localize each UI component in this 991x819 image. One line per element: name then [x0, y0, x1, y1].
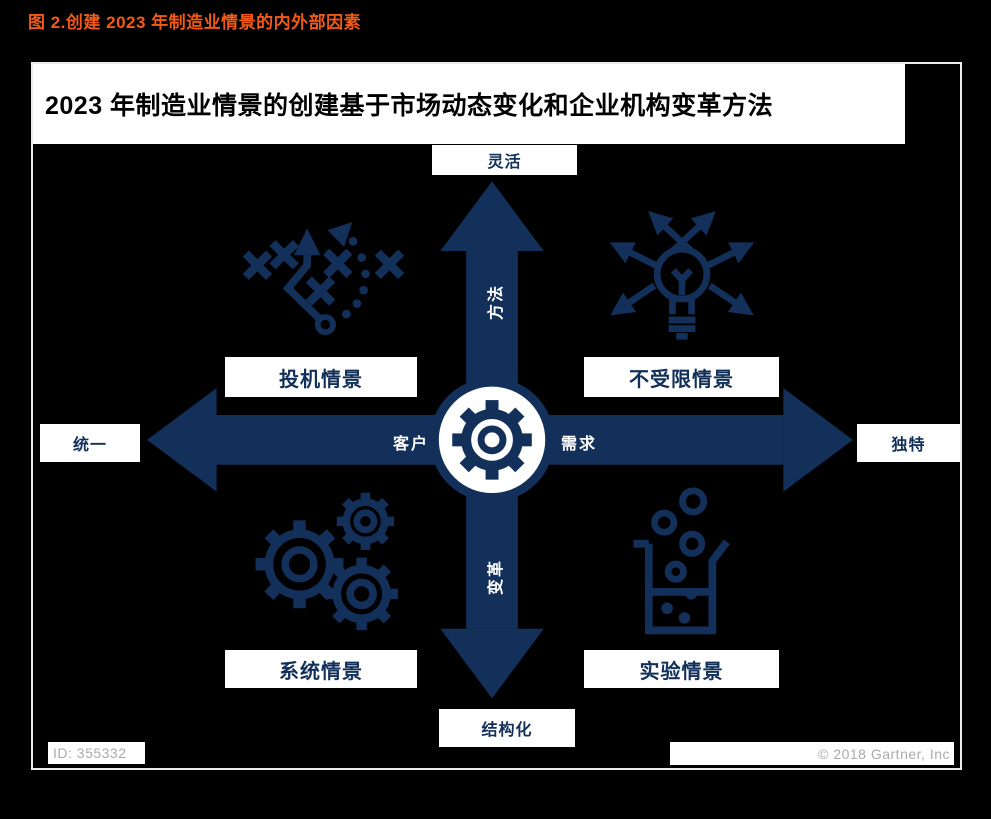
- gear-icon: [452, 400, 532, 480]
- horizontal-axis-left-word: 客户: [392, 436, 429, 453]
- axis-bottom-label: 结构化: [439, 709, 575, 747]
- figure-caption: 图 2.创建 2023 年制造业情景的内外部因素: [28, 13, 362, 32]
- horizontal-axis-right-word: 需求: [561, 436, 598, 453]
- lightbulb-arrows-icon: [609, 211, 755, 340]
- gears-icon: [255, 492, 398, 631]
- axis-right-label: 独特: [857, 424, 960, 462]
- figure-frame: 2023 年制造业情景的创建基于市场动态变化和企业机构变革方法 灵活 结构化 统…: [31, 62, 962, 770]
- beaker-flask-icon: [633, 487, 730, 635]
- quadrant-label-systematic: 系统情景: [225, 650, 417, 688]
- figure-id: ID: 355332: [48, 742, 145, 764]
- vertical-axis-bottom-word: 变革: [488, 559, 505, 596]
- quadrant-label-unconstrained: 不受限情景: [584, 357, 779, 397]
- vertical-axis-top-word: 方法: [488, 284, 505, 321]
- center-circle: [429, 377, 555, 503]
- copyright-notice: © 2018 Gartner, Inc: [670, 742, 954, 765]
- strategy-play-icon: [242, 221, 405, 336]
- cross-arrows: [146, 181, 853, 699]
- axis-top-label: 灵活: [432, 145, 577, 175]
- quadrant-label-experimental: 实验情景: [584, 650, 779, 688]
- figure-title: 2023 年制造业情景的创建基于市场动态变化和企业机构变革方法: [33, 64, 905, 144]
- quadrant-label-speculative: 投机情景: [225, 357, 417, 397]
- axis-left-label: 统一: [40, 424, 140, 462]
